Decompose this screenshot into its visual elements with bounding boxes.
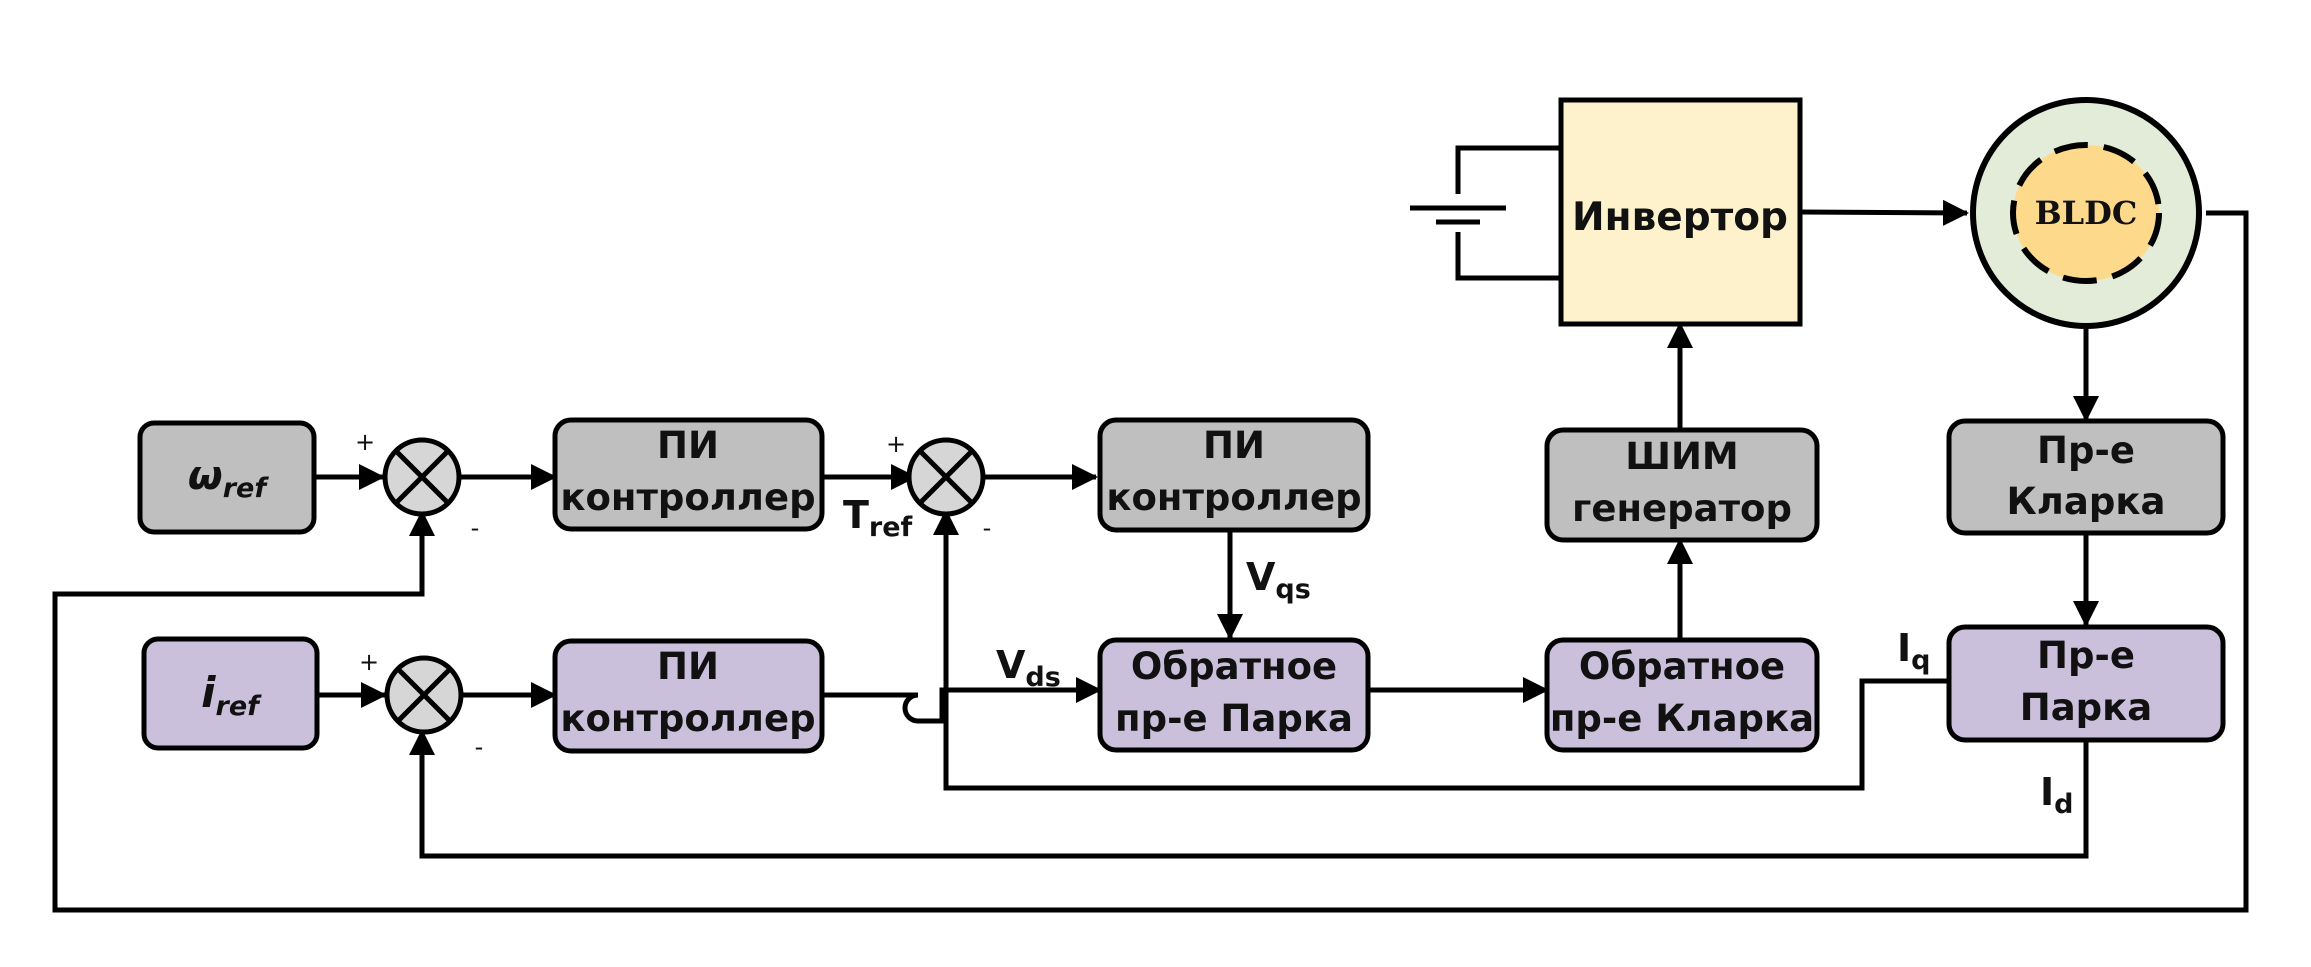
battery-wire-top xyxy=(1455,145,1561,194)
torque-summer-minus-sign: - xyxy=(983,514,992,542)
current-summer-minus-sign: - xyxy=(475,733,484,761)
pi-speed-controller: ПИ контроллер xyxy=(552,417,825,532)
pi-q-controller: ПИ контроллер xyxy=(1097,417,1371,533)
park-block: Пр-е Парка xyxy=(1946,624,2226,743)
current-summer-plus-sign: + xyxy=(359,648,379,676)
t-ref-label: Tref xyxy=(843,493,913,543)
clarke-line1: Пр-е xyxy=(2037,429,2135,472)
pi-q-line2: контроллер xyxy=(1106,476,1361,519)
inverter-to-motor-arrow xyxy=(1799,199,1969,226)
wires xyxy=(52,145,2249,913)
bldc-label: BLDC xyxy=(2035,194,2138,232)
pi-d-line2: контроллер xyxy=(560,697,815,740)
inverter-block: Инвертор xyxy=(1558,97,1803,327)
i-ref-label: iref xyxy=(201,668,262,722)
clarke-block: Пр-е Кларка xyxy=(1946,418,2226,536)
torque-summer-plus-sign: + xyxy=(886,430,906,458)
omega-ref-block: ωref xyxy=(137,420,317,535)
pwm-generator-block: ШИМ генератор xyxy=(1544,427,1820,543)
bldc-motor: BLDC xyxy=(1970,97,2202,329)
park-line2: Парка xyxy=(2020,686,2153,729)
inverse-park-block: Обратное пр-е Парка xyxy=(1097,637,1371,753)
park-line1: Пр-е xyxy=(2037,634,2135,677)
speed-feedback-wire xyxy=(52,210,2249,913)
inverse-park-line1: Обратное xyxy=(1131,645,1337,688)
i-d-label: Id xyxy=(2040,770,2073,820)
i-q-label: Iq xyxy=(1897,626,1930,676)
omega-ref-label: ωref xyxy=(188,453,269,504)
current-summer xyxy=(384,655,464,735)
pi-speed-line1: ПИ xyxy=(657,424,719,467)
clarke-line2: Кларка xyxy=(2007,480,2166,523)
battery-icon xyxy=(1410,205,1506,225)
pi-d-controller: ПИ контроллер xyxy=(552,638,825,754)
inverter-label: Инвертор xyxy=(1572,195,1788,240)
torque-summer xyxy=(906,437,986,517)
v-ds-arrow xyxy=(822,677,1102,724)
pi-q-line1: ПИ xyxy=(1203,424,1265,467)
i-ref-block: iref xyxy=(141,636,320,751)
v-qs-label: Vqs xyxy=(1246,555,1311,605)
pwm-line1: ШИМ xyxy=(1625,435,1739,478)
speed-summer xyxy=(382,437,462,517)
inverse-park-line2: пр-е Парка xyxy=(1115,697,1353,740)
speed-summer-minus-sign: - xyxy=(471,514,480,542)
speed-summer-plus-sign: + xyxy=(355,428,375,456)
pwm-line2: генератор xyxy=(1572,487,1792,530)
battery-wire-bottom xyxy=(1455,232,1561,281)
v-ds-label: Vds xyxy=(996,643,1061,693)
inverse-clarke-block: Обратное пр-е Кларка xyxy=(1544,637,1820,753)
pi-speed-line2: контроллер xyxy=(560,476,815,519)
id-feedback-wire xyxy=(409,729,2089,859)
pi-d-line1: ПИ xyxy=(657,645,719,688)
inverse-clarke-line1: Обратное xyxy=(1579,645,1785,688)
iq-feedback-wire xyxy=(933,509,1949,791)
inverse-clarke-line2: пр-е Кларка xyxy=(1550,697,1814,740)
